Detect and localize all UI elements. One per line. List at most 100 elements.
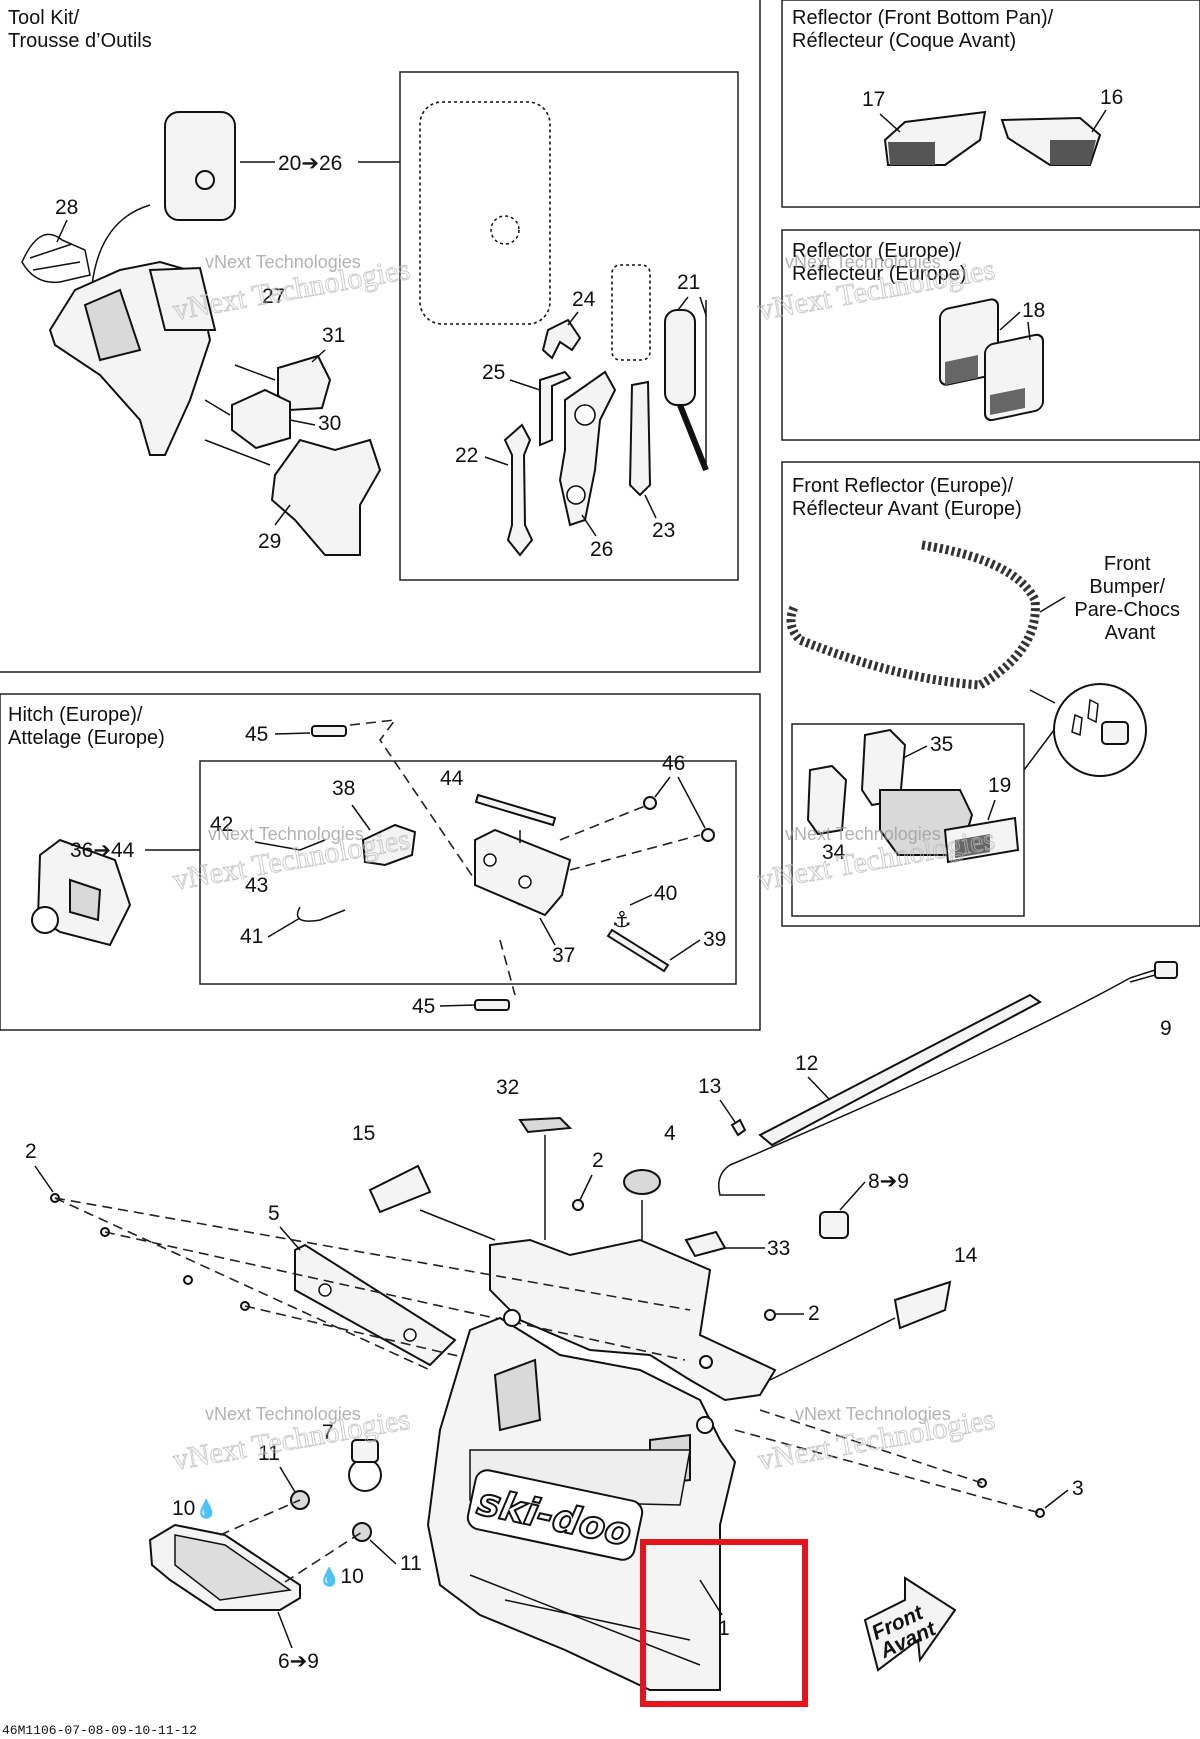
callout-43: 43 xyxy=(245,874,268,897)
hook-tool xyxy=(628,380,652,497)
badge-plate xyxy=(518,1116,573,1134)
front-reflector-europe-panel xyxy=(781,461,1200,927)
callout-36-44: 36➔44 xyxy=(70,839,135,862)
callout-30: 30 xyxy=(318,412,341,435)
screw-2-right xyxy=(764,1309,776,1321)
callout-37: 37 xyxy=(552,944,575,967)
nut-pair xyxy=(643,796,715,842)
reference-code: 46M1106-07-08-09-10-11-12 xyxy=(2,1723,197,1738)
callout-21: 21 xyxy=(677,271,700,294)
reflector-right xyxy=(1000,116,1102,166)
callout-33: 33 xyxy=(767,1237,790,1260)
callout-10-upper: 10💧 xyxy=(172,1497,218,1520)
callout-11-lower: 11 xyxy=(400,1552,422,1575)
decal-left xyxy=(368,1164,432,1214)
reflector-front-bottom-pan-panel xyxy=(781,0,1200,208)
bumper-pad-large xyxy=(270,438,382,556)
reflector-plate-europe xyxy=(939,298,1044,422)
front-reflector-europe-title: Front Reflector (Europe)/ Réflecteur Ava… xyxy=(792,475,1022,520)
callout-40: 40 xyxy=(654,882,677,905)
spark-plug-clip xyxy=(541,318,582,360)
callout-6-9: 6➔9 xyxy=(278,1650,319,1673)
callout-15: 15 xyxy=(352,1122,375,1145)
tool-kit-title: Tool Kit/ Trousse d’Outils xyxy=(8,7,152,52)
grommet-lower xyxy=(352,1522,372,1542)
bumper-pad-medium xyxy=(231,388,291,450)
callout-31: 31 xyxy=(322,324,345,347)
callout-2-left: 2 xyxy=(25,1140,37,1163)
hex-socket-wrench xyxy=(611,264,651,361)
callout-7: 7 xyxy=(322,1421,334,1444)
front-reflector-inner-box xyxy=(791,723,1025,917)
callout-24: 24 xyxy=(572,288,596,311)
small-clip xyxy=(730,1118,747,1137)
reflector-europe-title: Reflector (Europe)/ Réflecteur (Europe) xyxy=(792,240,967,285)
callout-17: 17 xyxy=(862,88,885,111)
callout-39: 39 xyxy=(703,928,726,951)
spring-pin xyxy=(254,839,326,851)
callout-27: 27 xyxy=(262,285,285,308)
callout-20-26: 20➔26 xyxy=(278,152,342,175)
svg-text:vNext Technologies: vNext Technologies xyxy=(785,252,941,272)
callout-14: 14 xyxy=(954,1244,978,1267)
callout-35: 35 xyxy=(930,733,953,756)
callout-46: 46 xyxy=(662,752,685,775)
callout-26: 26 xyxy=(590,538,613,561)
emblem xyxy=(623,1169,661,1195)
callout-22: 22 xyxy=(455,444,478,467)
side-bracket xyxy=(294,1243,457,1367)
svg-text:vNext Technologies: vNext Technologies xyxy=(205,252,361,272)
hitch-pin-bracket xyxy=(361,823,417,867)
callout-10-lower: 💧10 xyxy=(318,1565,364,1588)
callout-5: 5 xyxy=(268,1202,280,1225)
hitch-inner-box xyxy=(199,760,737,985)
callout-19: 19 xyxy=(988,774,1011,797)
screws-3 xyxy=(977,1478,1045,1518)
hitch-long-pin xyxy=(606,928,670,973)
callout-2-top: 2 xyxy=(592,1149,604,1172)
callout-32: 32 xyxy=(496,1076,519,1099)
callout-29: 29 xyxy=(258,530,281,553)
bolt-bottom xyxy=(474,999,510,1011)
reflector-front-bottom-pan-title: Reflector (Front Bottom Pan)/ Réflecteur… xyxy=(792,7,1059,52)
front-bumper-label: Front Bumper/ Pare-Chocs Avant xyxy=(1074,553,1185,644)
front-bumper-outline xyxy=(786,540,1040,690)
multi-wrench xyxy=(558,370,617,527)
tool-bag xyxy=(164,111,236,221)
highlight-box-part-1 xyxy=(640,1539,808,1707)
label-strip xyxy=(474,793,557,827)
detail-circle xyxy=(1053,683,1147,777)
front-direction-arrow: Front Avant xyxy=(863,1576,957,1672)
callout-45-bottom: 45 xyxy=(412,995,435,1018)
callout-38: 38 xyxy=(332,777,355,800)
allen-key xyxy=(539,370,572,447)
tool-bag-bracket xyxy=(48,260,217,456)
screw-2-top xyxy=(572,1199,584,1211)
hitch-europe-title: Hitch (Europe)/ Attelage (Europe) xyxy=(8,704,165,749)
svg-text:⚓: ⚓ xyxy=(612,908,632,933)
anchor-pin: ⚓ xyxy=(612,908,632,933)
callout-8-9: 8➔9 xyxy=(868,1170,909,1193)
hitch-plate xyxy=(474,828,572,917)
callout-25: 25 xyxy=(482,361,505,384)
bulb xyxy=(348,1439,382,1492)
hitch-assembly xyxy=(31,838,132,947)
callout-2-right: 2 xyxy=(808,1302,820,1325)
hitch-europe-panel xyxy=(0,693,761,1031)
tool-kit-inner-box xyxy=(399,71,739,581)
svg-text:vNext Technologies: vNext Technologies xyxy=(208,824,364,844)
callout-44: 44 xyxy=(440,767,464,790)
tool-kit-panel xyxy=(0,0,761,673)
bolt-top xyxy=(311,725,347,737)
callout-13: 13 xyxy=(698,1075,721,1098)
open-end-wrench xyxy=(503,423,534,557)
screwdriver xyxy=(664,300,709,472)
callout-9: 9 xyxy=(1160,1017,1172,1040)
svg-text:vNext Technologies: vNext Technologies xyxy=(205,1404,361,1424)
callout-3: 3 xyxy=(1072,1477,1084,1500)
trim-strip xyxy=(758,993,1042,1147)
hair-pin xyxy=(296,906,346,922)
svg-text:vNext Technologies: vNext Technologies xyxy=(785,824,941,844)
screw-2-left xyxy=(50,1193,250,1311)
